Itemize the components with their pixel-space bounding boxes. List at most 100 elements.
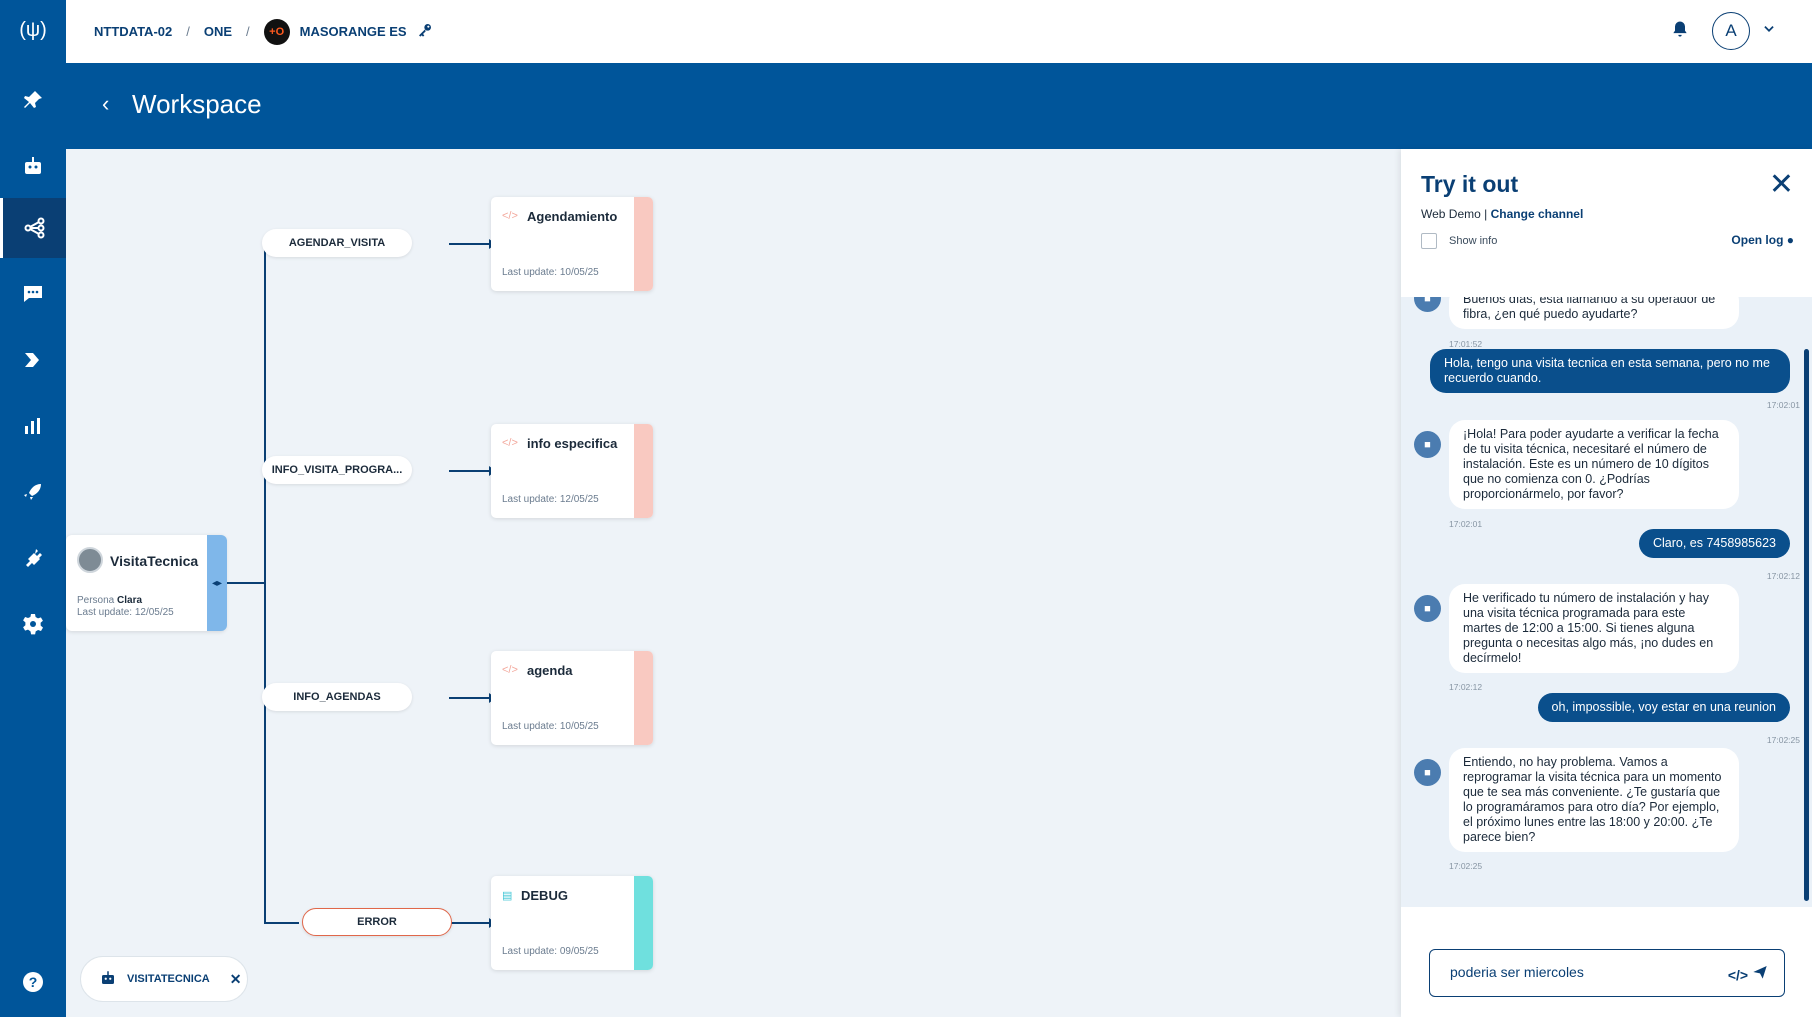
code-icon: </> bbox=[502, 437, 518, 449]
code-icon: </> bbox=[502, 664, 518, 676]
node-agendamiento[interactable]: </> Agendamiento Last update: 10/05/25 bbox=[491, 197, 653, 291]
back-icon[interactable]: ‹ bbox=[102, 91, 110, 116]
agent-chip[interactable]: VISITATECNICA ✕ bbox=[80, 956, 248, 1002]
node-updated: Last update: 10/05/25 bbox=[502, 721, 599, 732]
agent-updated: Last update: 12/05/25 bbox=[77, 607, 174, 618]
code-icon[interactable]: </> bbox=[1727, 967, 1749, 983]
open-log-link[interactable]: Open log ● bbox=[1731, 233, 1794, 247]
connector bbox=[226, 582, 264, 584]
breadcrumb-org[interactable]: NTTDATA-02 bbox=[94, 24, 173, 39]
user-message: Claro, es 7458985623 bbox=[1638, 529, 1790, 558]
node-band bbox=[634, 424, 653, 518]
connector bbox=[449, 470, 491, 472]
node-updated: Last update: 10/05/25 bbox=[502, 267, 599, 278]
message-time: 17:02:01 bbox=[1449, 519, 1483, 529]
message-time: 17:02:12 bbox=[1449, 682, 1483, 692]
close-icon[interactable]: ✕ bbox=[229, 970, 242, 987]
persona-label: Persona bbox=[77, 595, 115, 606]
connector bbox=[449, 697, 491, 699]
edge-info-visita-programada[interactable]: INFO_VISITA_PROGRA... bbox=[262, 456, 412, 484]
bot-avatar-icon: ■ bbox=[1414, 431, 1441, 458]
input-actions: </> bbox=[1728, 964, 1768, 983]
edge-agendar-visita[interactable]: AGENDAR_VISITA bbox=[262, 229, 412, 257]
node-band bbox=[634, 651, 653, 745]
connector bbox=[449, 922, 491, 924]
breadcrumb: NTTDATA-02 / ONE / +O MASORANGE ES bbox=[94, 0, 433, 63]
node-agenda[interactable]: </> agenda Last update: 10/05/25 bbox=[491, 651, 653, 745]
client-logo: +O bbox=[263, 18, 290, 45]
message-time: 17:02:12 bbox=[1766, 571, 1800, 581]
send-icon[interactable] bbox=[1752, 966, 1768, 983]
routing-icon[interactable] bbox=[0, 330, 66, 390]
bell-icon[interactable] bbox=[1670, 19, 1690, 44]
node-info-especifica[interactable]: </> info especifica Last update: 12/05/2… bbox=[491, 424, 653, 518]
close-icon[interactable]: ✕ bbox=[1768, 168, 1794, 201]
key-icon[interactable] bbox=[417, 22, 433, 41]
bot-message: ¡Hola! Para poder ayudarte a verificar l… bbox=[1449, 420, 1739, 509]
show-info-label: Show info bbox=[1449, 235, 1498, 247]
panel-title: Try it out bbox=[1421, 171, 1519, 197]
avatar[interactable]: A bbox=[1712, 12, 1750, 50]
page-header: ‹ Workspace bbox=[66, 63, 1812, 149]
message-input-value: poderia ser miercoles bbox=[1450, 964, 1584, 980]
message-icon: ▤ bbox=[502, 890, 513, 902]
show-info-toggle[interactable]: Show info bbox=[1421, 233, 1497, 249]
channel-name: Web Demo bbox=[1421, 207, 1481, 221]
bot-message: He verificado tu número de instalación y… bbox=[1449, 584, 1739, 673]
bot-avatar-icon: ■ bbox=[1414, 595, 1441, 622]
change-channel-link[interactable]: Change channel bbox=[1490, 207, 1584, 221]
sidebar: (ψ) ? bbox=[0, 0, 66, 1017]
edge-info-agendas[interactable]: INFO_AGENDAS bbox=[262, 683, 412, 711]
help-icon[interactable]: ? bbox=[0, 952, 66, 1012]
bot-avatar-icon: ■ bbox=[1414, 759, 1441, 786]
breadcrumb-separator: / bbox=[186, 24, 190, 39]
chat-area[interactable]: ■ Buenos días, está llamando a su operad… bbox=[1401, 297, 1812, 907]
page-title: Workspace bbox=[132, 89, 262, 119]
persona-name: Clara bbox=[117, 595, 143, 606]
connector bbox=[264, 243, 266, 923]
chat-icon[interactable] bbox=[0, 264, 66, 324]
user-message: Hola, tengo una visita tecnica en esta s… bbox=[1430, 349, 1790, 393]
message-input[interactable]: poderia ser miercoles </> bbox=[1429, 949, 1785, 997]
user-message: oh, impossible, voy estar en una reunion bbox=[1537, 693, 1790, 722]
message-time: 17:02:25 bbox=[1449, 861, 1483, 871]
gear-icon[interactable] bbox=[0, 594, 66, 654]
message-time: 17:02:01 bbox=[1766, 400, 1800, 410]
rocket-icon[interactable] bbox=[0, 462, 66, 522]
breadcrumb-project[interactable]: ONE bbox=[203, 24, 233, 39]
node-title: Agendamiento bbox=[527, 209, 618, 224]
code-icon: </> bbox=[502, 210, 518, 222]
node-title: DEBUG bbox=[521, 888, 568, 903]
show-info-checkbox[interactable] bbox=[1421, 233, 1437, 249]
breadcrumb-separator: / bbox=[246, 24, 250, 39]
try-it-out-panel: Try it out ✕ Web Demo | Change channel S… bbox=[1401, 149, 1812, 1017]
chevron-down-icon[interactable] bbox=[1762, 22, 1776, 41]
chat-scrollbar[interactable] bbox=[1804, 349, 1809, 901]
topbar: NTTDATA-02 / ONE / +O MASORANGE ES A bbox=[66, 0, 1812, 63]
edge-error[interactable]: ERROR bbox=[302, 908, 452, 936]
message-time: 17:02:25 bbox=[1766, 735, 1800, 745]
chart-icon[interactable] bbox=[0, 396, 66, 456]
plug-icon[interactable] bbox=[0, 528, 66, 588]
node-band bbox=[634, 197, 653, 291]
flow-icon[interactable] bbox=[0, 198, 66, 258]
breadcrumb-client[interactable]: MASORANGE ES bbox=[299, 24, 407, 39]
pin-icon[interactable] bbox=[0, 70, 66, 130]
node-band bbox=[634, 876, 653, 970]
bot-avatar-icon: ■ bbox=[1414, 297, 1441, 312]
bot-message: Entiendo, no hay problema. Vamos a repro… bbox=[1449, 748, 1739, 852]
node-updated: Last update: 12/05/25 bbox=[502, 494, 599, 505]
expand-handle-icon[interactable]: ◂▸ bbox=[207, 535, 227, 631]
bot-icon[interactable] bbox=[0, 136, 66, 196]
connector bbox=[264, 922, 299, 924]
chip-label: VISITATECNICA bbox=[127, 973, 210, 985]
bot-message: Buenos días, está llamando a su operador… bbox=[1449, 297, 1739, 329]
node-title: info especifica bbox=[527, 436, 618, 451]
node-updated: Last update: 09/05/25 bbox=[502, 946, 599, 957]
app-logo[interactable]: (ψ) bbox=[19, 19, 47, 41]
user-controls: A bbox=[1670, 12, 1776, 50]
node-debug[interactable]: ▤ DEBUG Last update: 09/05/25 bbox=[491, 876, 653, 970]
